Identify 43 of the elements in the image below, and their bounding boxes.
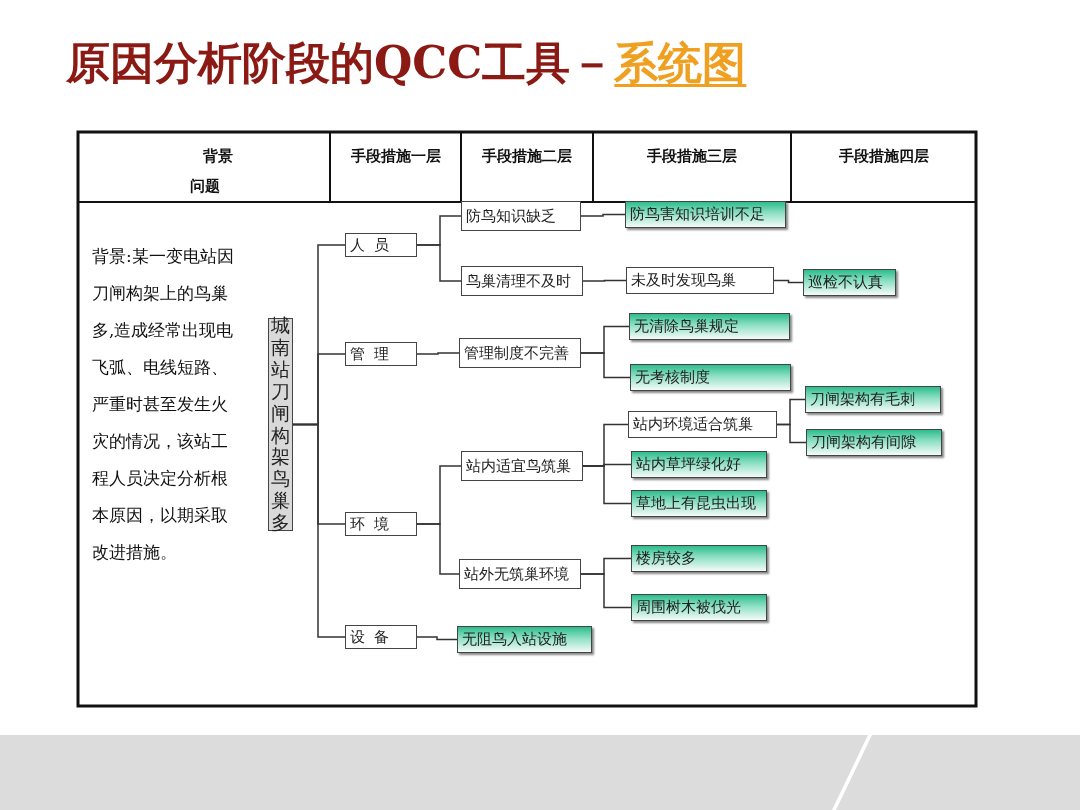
column-header: 问题 bbox=[189, 177, 221, 196]
cause-box: 草地上有昆虫出现 bbox=[631, 490, 767, 517]
connector-line bbox=[416, 352, 460, 355]
category-box: 鸟巢清理不及时 bbox=[461, 266, 583, 296]
connector-line bbox=[416, 244, 462, 282]
cause-box: 无考核制度 bbox=[630, 364, 791, 391]
column-header: 手段措施四层 bbox=[837, 147, 930, 166]
cause-box: 刀闸架构有间隙 bbox=[806, 429, 942, 456]
category-box: 设 备 bbox=[345, 625, 417, 649]
category-box: 站内环境适合筑巢 bbox=[628, 411, 777, 438]
cause-box: 站内草坪绿化好 bbox=[631, 451, 767, 478]
connector-line bbox=[776, 423, 807, 444]
cause-box: 周围树木被伐光 bbox=[631, 594, 767, 621]
connector-line bbox=[773, 279, 804, 284]
cause-box: 楼房较多 bbox=[631, 545, 767, 572]
category-box: 站内适宜鸟筑巢 bbox=[461, 451, 583, 481]
cause-box: 无清除鸟巢规定 bbox=[629, 313, 790, 340]
column-header: 手段措施三层 bbox=[646, 147, 738, 166]
cause-box: 巡检不认真 bbox=[803, 269, 896, 296]
category-box: 未及时发现鸟巢 bbox=[626, 267, 774, 294]
connector-line bbox=[580, 352, 631, 379]
connector-line bbox=[292, 423, 346, 638]
problem-box: 城南站刀闸构架鸟巢多 bbox=[268, 318, 293, 531]
connector-line bbox=[416, 523, 460, 575]
connector-line bbox=[580, 213, 626, 217]
category-box: 环 境 bbox=[345, 512, 417, 536]
column-header: 背景 bbox=[202, 147, 234, 166]
background-paragraph: 背景:某一变电站因刀闸构架上的鸟巢多,造成经常出现电飞弧、电线短路、严重时甚至发生火灾的情况，该站工程人员决定分析根本原因，以期采取改进措施。 bbox=[92, 245, 235, 564]
connector-line bbox=[580, 573, 632, 609]
cause-box: 刀闸架构有毛刺 bbox=[805, 386, 941, 413]
cause-box: 防鸟害知识培训不足 bbox=[625, 201, 786, 228]
category-box: 站外无筑巢环境 bbox=[459, 559, 581, 589]
slide-title: 原因分析阶段的QCC工具－系统图 bbox=[66, 36, 747, 90]
category-box: 管理制度不完善 bbox=[459, 338, 581, 368]
column-header: 手段措施一层 bbox=[349, 147, 442, 166]
cause-box: 无阻鸟入站设施 bbox=[457, 626, 592, 653]
column-header: 手段措施二层 bbox=[481, 147, 573, 166]
connector-line bbox=[416, 636, 458, 641]
connector-line bbox=[582, 465, 632, 505]
category-box: 人 员 bbox=[345, 233, 417, 257]
connector-line bbox=[582, 279, 627, 282]
category-box: 管 理 bbox=[345, 342, 417, 366]
category-box: 防鸟知识缺乏 bbox=[461, 201, 581, 231]
